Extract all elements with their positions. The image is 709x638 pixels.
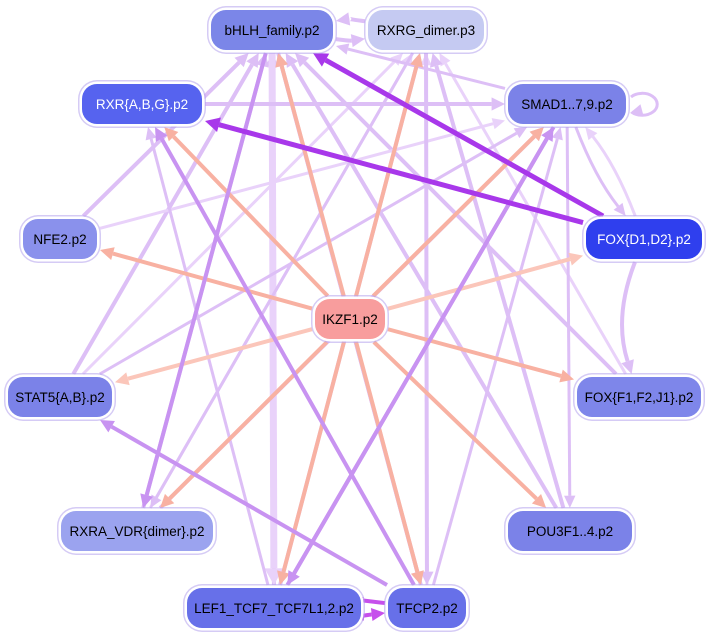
graph-node-smad[interactable]: SMAD1..7,9.p2 xyxy=(508,84,626,124)
edge-arrowhead xyxy=(370,607,385,622)
graph-edge xyxy=(99,131,518,376)
graph-edge xyxy=(127,327,313,381)
graph-edge xyxy=(290,63,559,510)
graph-node-foxf[interactable]: FOX{F1,F2,J1}.p2 xyxy=(577,377,701,417)
graph-edge xyxy=(347,16,366,24)
edge-arrowhead xyxy=(630,104,644,116)
graph-edge xyxy=(574,126,620,208)
edge-arrowhead xyxy=(234,53,249,68)
edge-arrowhead xyxy=(621,359,634,374)
edge-arrowhead xyxy=(513,127,528,139)
edge-arrowhead xyxy=(531,493,547,508)
graph-edge xyxy=(172,135,330,298)
graph-edge xyxy=(155,52,415,499)
graph-edge xyxy=(71,63,254,376)
graph-edge xyxy=(431,138,559,586)
graph-edge xyxy=(354,341,420,573)
graph-edge xyxy=(281,341,346,573)
edge-arrowhead xyxy=(295,53,310,68)
edge-arrowhead xyxy=(420,571,434,585)
graph-node-tfcp2[interactable]: TFCP2.p2 xyxy=(388,588,466,628)
edge-arrowhead xyxy=(491,118,505,130)
graph-edge xyxy=(387,327,562,378)
edge-arrowhead xyxy=(275,53,289,68)
edge-arrowhead xyxy=(150,494,162,508)
edge-arrowhead xyxy=(140,493,154,508)
edge-arrowhead xyxy=(100,247,115,260)
graph-node-ikzf1[interactable]: IKZF1.p2 xyxy=(315,299,385,339)
graph-edge xyxy=(565,126,572,496)
graph-edge xyxy=(110,424,388,587)
edge-arrowhead xyxy=(115,372,130,386)
graph-edge xyxy=(591,135,637,217)
edge-arrowhead xyxy=(336,43,350,55)
graph-edge xyxy=(168,340,329,500)
graph-edge xyxy=(424,52,429,572)
edge-arrowhead xyxy=(100,420,115,433)
edge-arrowhead xyxy=(164,127,179,142)
edge-arrowhead xyxy=(336,12,351,26)
graph-edge xyxy=(268,52,278,569)
edge-arrowhead xyxy=(246,53,259,68)
graph-edge xyxy=(285,137,549,587)
graph-node-foxd[interactable]: FOX{D1,D2}.p2 xyxy=(586,219,702,259)
graph-edge xyxy=(371,135,536,298)
graph-edge xyxy=(218,122,584,226)
edge-arrowhead xyxy=(155,127,168,142)
edge-arrowhead xyxy=(568,252,583,266)
edge-arrowhead xyxy=(585,127,598,141)
edge-arrowhead xyxy=(205,117,221,132)
graph-edge xyxy=(630,91,659,117)
edge-arrowhead xyxy=(277,570,290,585)
edge-arrowhead xyxy=(145,127,157,141)
edge-arrowhead xyxy=(411,570,424,585)
edge-arrowhead xyxy=(390,53,404,66)
edge-arrowhead xyxy=(312,53,330,67)
graph-node-rxra_vdr[interactable]: RXRA_VDR{dimer}.p2 xyxy=(61,511,213,551)
edge-arrowhead xyxy=(410,53,423,68)
graph-node-pou3f[interactable]: POU3F1..4.p2 xyxy=(508,511,632,551)
graph-edge xyxy=(372,340,538,501)
graph-edge xyxy=(324,57,605,219)
graph-edge xyxy=(303,61,618,376)
graph-node-lef1[interactable]: LEF1_TCF7_TCF7L1,2.p2 xyxy=(187,588,361,628)
graph-edge xyxy=(434,65,566,509)
graph-node-stat5[interactable]: STAT5{A,B}.p2 xyxy=(8,377,112,417)
edge-arrowhead xyxy=(285,53,299,68)
graph-node-rxr[interactable]: RXR{A,B,G}.p2 xyxy=(82,84,202,124)
edge-arrowhead xyxy=(491,97,505,111)
edge-arrowhead xyxy=(541,127,554,142)
graph-edge xyxy=(159,137,416,586)
graph-node-nfe2[interactable]: NFE2.p2 xyxy=(23,219,97,259)
edge-arrowhead xyxy=(613,202,626,216)
edge-arrowhead xyxy=(429,53,443,68)
edge-arrowhead xyxy=(160,493,175,508)
edge-arrowhead xyxy=(529,127,544,142)
edge-arrowhead xyxy=(559,369,574,383)
edge-arrowhead xyxy=(564,495,576,508)
graph-edge xyxy=(81,60,396,376)
graph-edge xyxy=(144,52,268,496)
edge-arrowhead xyxy=(350,34,365,48)
graph-node-bhlh[interactable]: bHLH_family.p2 xyxy=(211,10,333,50)
graph-node-rxrg[interactable]: RXRG_dimer.p3 xyxy=(368,10,484,50)
graph-edge xyxy=(149,138,270,586)
edge-arrowhead xyxy=(439,53,451,67)
edge-arrowhead xyxy=(551,127,563,141)
graph-edge xyxy=(335,37,353,43)
graph-edge xyxy=(279,65,346,297)
graph-edge xyxy=(112,251,313,311)
graph-edge xyxy=(387,257,571,311)
graph-edge xyxy=(620,261,637,362)
